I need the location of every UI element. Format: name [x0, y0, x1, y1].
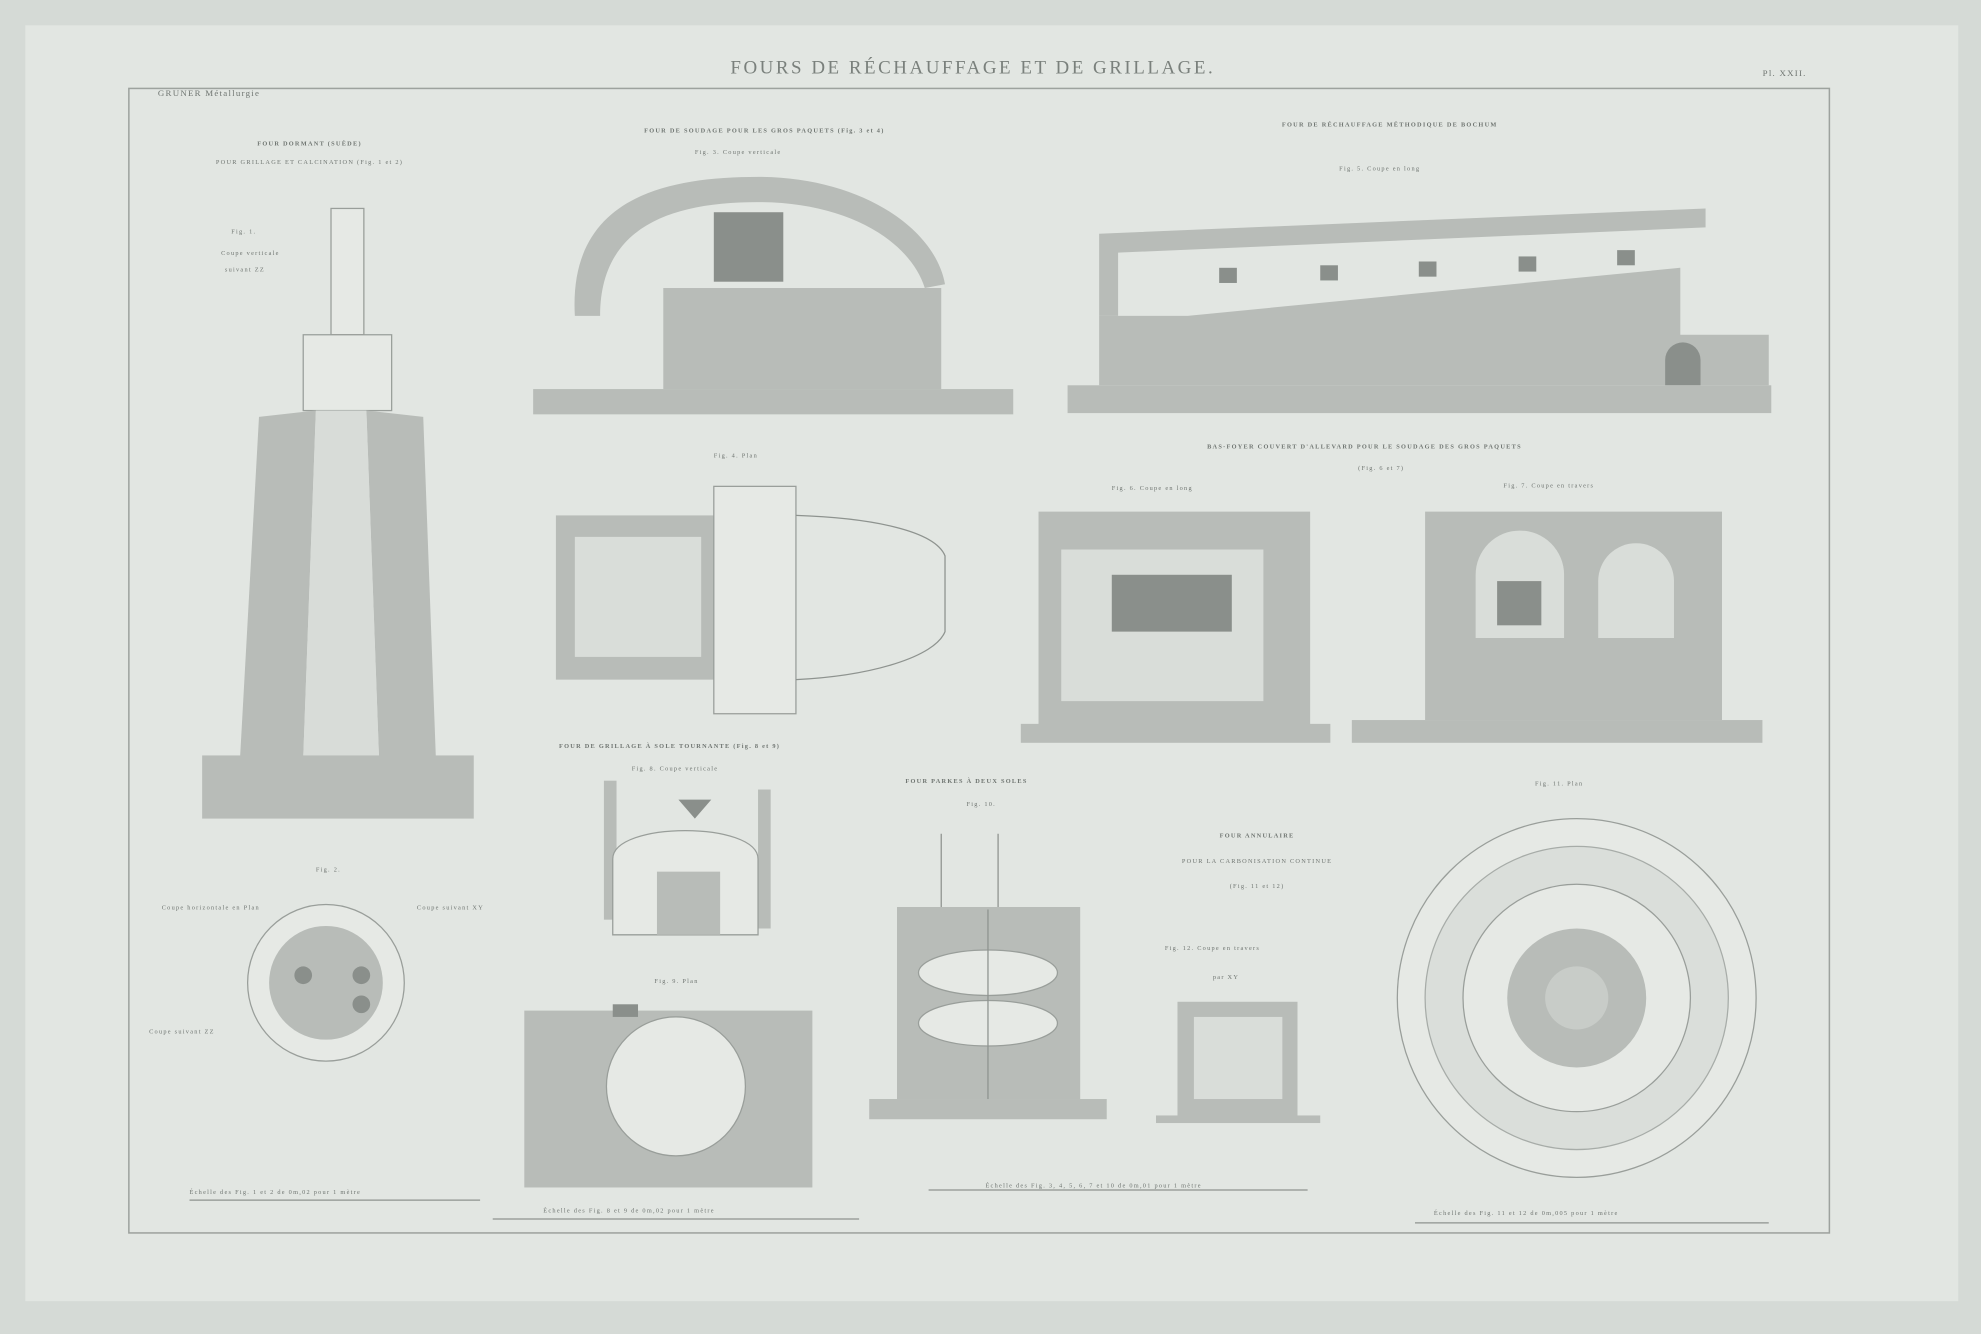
iron-packet	[713, 212, 784, 282]
fig12-caption: par XY	[1213, 974, 1239, 981]
bas-foyer-heading: BAS-FOYER COUVERT D'ALLEVARD POUR LE SOU…	[1207, 443, 1522, 450]
fig2-opening	[352, 966, 371, 985]
tower-shaft	[303, 410, 380, 758]
tower-wall-left	[240, 410, 316, 758]
furnace-base	[1067, 385, 1772, 414]
four-parkes-heading: FOUR PARKES À DEUX SOLES	[905, 777, 1027, 785]
tower-top	[302, 334, 393, 412]
fig2-bottom-caption: Coupe suivant ZZ	[149, 1028, 215, 1035]
furnace-hearth	[663, 288, 942, 390]
fig2-horizontal-section: Fig. 2. Coupe horizontale en Plan Coupe …	[149, 867, 484, 1201]
fig4-label: Fig. 4. Plan	[714, 452, 758, 459]
fig6-label: Fig. 6. Coupe en long	[1112, 485, 1193, 492]
chimney	[330, 207, 365, 336]
furnace-base	[533, 389, 1014, 415]
fig1-label: Fig. 1.	[231, 229, 256, 236]
iron-bar	[1518, 256, 1537, 272]
fig11-fig12-four-annulaire: FOUR ANNULAIRE POUR LA CARBONISATION CON…	[1156, 781, 1769, 1224]
fig12-chamber	[1193, 1016, 1283, 1100]
fig2-label: Fig. 2.	[316, 867, 341, 874]
fig5-label: Fig. 5. Coupe en long	[1339, 166, 1420, 173]
iron-bar	[1219, 267, 1237, 283]
fig8-fig9-four-grillage: FOUR DE GRILLAGE À SOLE TOURNANTE (Fig. …	[492, 742, 860, 1220]
fig7-base	[1351, 720, 1763, 743]
four-bochum-heading: FOUR DE RÉCHAUFFAGE MÉTHODIQUE DE BOCHUM	[1282, 120, 1498, 128]
fig7-label: Fig. 7. Coupe en travers	[1503, 483, 1594, 490]
four-annulaire-subheading: POUR LA CARBONISATION CONTINUE	[1182, 858, 1332, 865]
four-annulaire-heading: FOUR ANNULAIRE	[1220, 833, 1295, 840]
fig3-four-soudage: FOUR DE SOUDAGE POUR LES GROS PAQUETS (F…	[533, 128, 1014, 715]
fig9-label: Fig. 9. Plan	[654, 978, 698, 985]
fig2-opening	[352, 995, 371, 1014]
fig7-arch-right	[1598, 543, 1674, 638]
tower-wall-right	[366, 410, 436, 758]
fig9-rotating-hearth	[605, 1016, 747, 1157]
fig11-12-scale-caption: Échelle des Fig. 11 et 12 de 0m,005 pour…	[1434, 1209, 1619, 1217]
fig8-wall-right	[758, 789, 771, 929]
plate-border	[128, 87, 1831, 1234]
fig5-four-bochum: FOUR DE RÉCHAUFFAGE MÉTHODIQUE DE BOCHUM…	[1067, 120, 1772, 414]
fig2-opening	[294, 966, 313, 985]
fig12-label: Fig. 12. Coupe en travers	[1165, 945, 1260, 952]
iron-bar	[1617, 250, 1635, 266]
plate-title: FOURS DE RÉCHAUFFAGE ET DE GRILLAGE.	[730, 56, 1215, 78]
fig8-rotating-hearth	[656, 871, 721, 935]
fig10-label: Fig. 10.	[966, 801, 996, 808]
fig3-label: Fig. 3. Coupe verticale	[695, 149, 782, 156]
fig8-9-scale-caption: Échelle des Fig. 8 et 9 de 0m,02 pour 1 …	[543, 1207, 715, 1215]
fig4-bridge	[713, 485, 797, 715]
fig1-four-dormant-section: FOUR DORMANT (SUÈDE) POUR GRILLAGE ET CA…	[202, 139, 474, 819]
fig6-fig7-bas-foyer: BAS-FOYER COUVERT D'ALLEVARD POUR LE SOU…	[1020, 443, 1763, 743]
iron-bar	[1320, 265, 1338, 281]
fig6-base	[1020, 723, 1331, 743]
fig2-left-caption: Coupe horizontale en Plan	[162, 905, 260, 912]
plate-number: Pl. XXII.	[1763, 68, 1807, 78]
fig3-10-scale-caption: Échelle des Fig. 3, 4, 5, 6, 7 et 10 de …	[985, 1181, 1201, 1189]
fig2-right-caption: Coupe suivant XY	[417, 905, 484, 912]
fig7-body	[1425, 511, 1723, 721]
ring-center	[1545, 966, 1609, 1030]
fig4-flue	[795, 514, 946, 681]
fig6-packet	[1111, 574, 1232, 632]
furnace-hearth	[1099, 267, 1769, 386]
four-soudage-heading: FOUR DE SOUDAGE POUR LES GROS PAQUETS (F…	[644, 128, 884, 135]
fig1-2-scale-caption: Échelle des Fig. 1 et 2 de 0m,02 pour 1 …	[190, 1188, 362, 1196]
fig9-opening	[612, 1004, 639, 1017]
four-dormant-heading: FOUR DORMANT (SUÈDE)	[257, 139, 362, 147]
fig1-caption: Coupe verticale	[221, 250, 280, 257]
furnace-roof	[1099, 208, 1706, 316]
four-annulaire-figs: (Fig. 11 et 12)	[1230, 883, 1285, 890]
bas-foyer-subheading: (Fig. 6 et 7)	[1358, 465, 1404, 472]
fig8-hopper	[678, 799, 712, 819]
fig10-base	[869, 1099, 1107, 1120]
fig2-inner-circle	[269, 925, 383, 1040]
four-dormant-subheading: POUR GRILLAGE ET CALCINATION (Fig. 1 et …	[216, 159, 403, 166]
fig8-label: Fig. 8. Coupe verticale	[632, 766, 719, 773]
four-grillage-heading: FOUR DE GRILLAGE À SOLE TOURNANTE (Fig. …	[559, 742, 780, 750]
firebox-door	[1665, 342, 1701, 386]
fig12-base	[1156, 1115, 1321, 1124]
fig4-grate	[574, 536, 702, 657]
fig11-label: Fig. 11. Plan	[1535, 781, 1583, 788]
tower-base	[202, 755, 474, 819]
fig10-four-parkes: FOUR PARKES À DEUX SOLES Fig. 10. Échell…	[869, 777, 1308, 1191]
fig1-caption-2: suivant ZZ	[225, 267, 265, 274]
furnace-arch	[574, 176, 946, 316]
fig7-packet	[1497, 581, 1542, 626]
iron-bar	[1418, 261, 1437, 277]
plate-author: GRUNER Métallurgie	[158, 88, 260, 98]
